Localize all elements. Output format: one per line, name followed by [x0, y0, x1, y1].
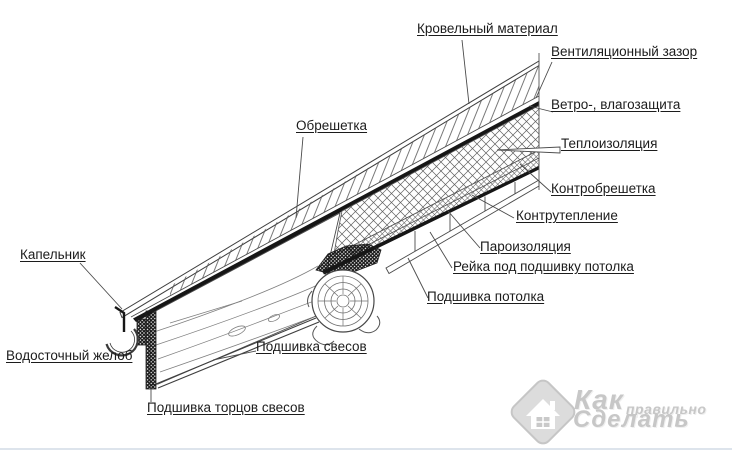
label-counter-insulation: Контрутепление: [516, 208, 618, 223]
label-lathing: Обрешетка: [296, 118, 368, 133]
label-eaves-lining: Подшивка свесов: [256, 339, 367, 354]
house-icon: [526, 399, 560, 429]
watermark-word-bottom: Сделать: [573, 406, 690, 433]
label-ventilation-gap: Вентиляционный зазор: [551, 44, 698, 59]
watermark-word-right: правильно: [626, 401, 707, 417]
eaves-end-board: [136, 310, 157, 390]
label-thermal-insulation: Теплоизоляция: [561, 136, 658, 151]
watermark-logo: [510, 379, 576, 445]
label-counter-lathing: Контробрешетка: [551, 181, 656, 196]
label-roofing-material: Кровельный материал: [417, 21, 558, 36]
label-vapor-barrier: Пароизоляция: [480, 239, 571, 254]
log-bark-contour: [307, 290, 381, 346]
label-wind-moisture-protection: Ветро-, влагозащита: [551, 97, 681, 112]
label-ceiling-lining: Подшивка потолка: [427, 289, 545, 304]
label-gutter: Водосточный желоб: [6, 348, 133, 363]
wind-protection-membrane: [133, 101, 539, 322]
wall-log: [307, 269, 381, 346]
gutter-profile: [105, 328, 139, 357]
lathing-layer: [130, 66, 540, 318]
label-ceiling-batten: Рейка под подшивку потолка: [453, 259, 634, 274]
watermark-word-top: Как: [574, 384, 624, 415]
label-drip-edge: Капельник: [20, 247, 86, 262]
leader-lines: [79, 39, 561, 402]
label-eaves-end-lining: Подшивка торцов свесов: [147, 400, 305, 415]
ceiling-batten-layer: [414, 182, 516, 251]
drip-edge-profile: [114, 306, 126, 332]
